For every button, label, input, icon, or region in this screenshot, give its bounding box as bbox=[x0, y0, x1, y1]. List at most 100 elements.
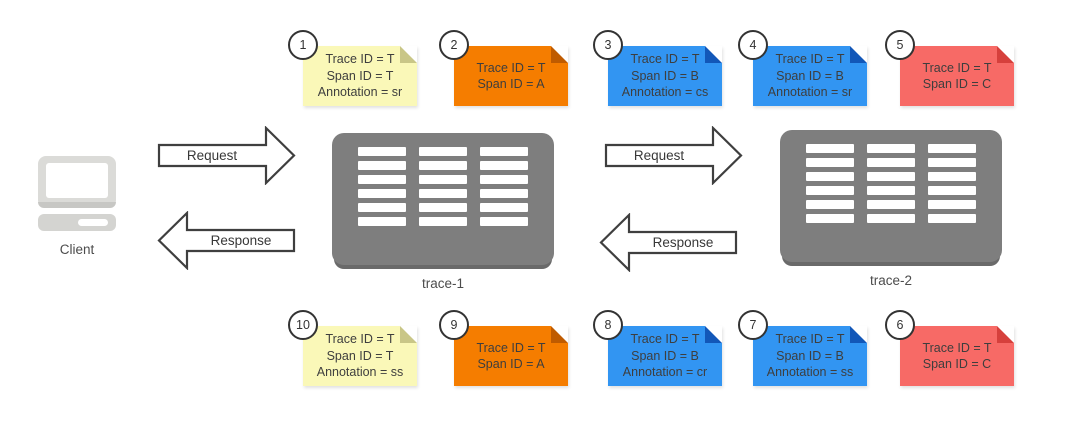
note-number-badge: 2 bbox=[439, 30, 469, 60]
note-number-badge: 10 bbox=[288, 310, 318, 340]
laptop-touchpad bbox=[78, 219, 108, 226]
response-arrow-trace1-client: Response bbox=[157, 211, 296, 270]
sticky-note-9: 9 Trace ID = T Span ID = A bbox=[439, 310, 568, 386]
note-line: Span ID = B bbox=[631, 68, 699, 83]
note-number-badge: 3 bbox=[593, 30, 623, 60]
response-label: Response bbox=[210, 233, 272, 248]
server-indicator-bar bbox=[806, 144, 854, 153]
request-arrow-trace1-trace2: Request bbox=[604, 126, 743, 185]
sticky-note-1: 1 Trace ID = T Span ID = T Annotation = … bbox=[288, 30, 417, 106]
note-number-badge: 8 bbox=[593, 310, 623, 340]
response-arrow-trace2-trace1: Response bbox=[599, 213, 738, 272]
server-indicator-bar bbox=[480, 147, 528, 156]
sticky-note-10: 10 Trace ID = T Span ID = T Annotation =… bbox=[288, 310, 417, 386]
note-line: Span ID = B bbox=[631, 348, 699, 363]
server-rack-icon bbox=[806, 144, 976, 223]
server-rack-icon bbox=[358, 147, 528, 226]
note-line: Span ID = T bbox=[326, 68, 394, 83]
note-line: Trace ID = T bbox=[325, 332, 395, 347]
server-indicator-bar bbox=[419, 147, 467, 156]
left-arrow-icon bbox=[157, 211, 296, 270]
note-number-badge: 6 bbox=[885, 310, 915, 340]
server-indicator-bar bbox=[928, 144, 976, 153]
server-label-trace-1: trace-1 bbox=[421, 276, 465, 291]
server-indicator-bar bbox=[358, 217, 406, 226]
note-line: Trace ID = T bbox=[775, 52, 845, 67]
note-line: Span ID = A bbox=[477, 357, 545, 371]
sticky-note-4: 4 Trace ID = T Span ID = B Annotation = … bbox=[738, 30, 867, 106]
right-arrow-icon bbox=[604, 126, 743, 185]
note-line: Span ID = C bbox=[922, 77, 992, 91]
server-label-trace-2: trace-2 bbox=[869, 273, 913, 288]
request-label: Request bbox=[186, 148, 238, 163]
server-indicator-bar bbox=[358, 189, 406, 198]
left-arrow-icon bbox=[599, 213, 738, 272]
note-number-badge: 4 bbox=[738, 30, 768, 60]
right-arrow-icon bbox=[157, 126, 296, 185]
server-indicator-bar bbox=[806, 172, 854, 181]
server-indicator-bar bbox=[867, 186, 915, 195]
note-line: Annotation = sr bbox=[767, 85, 853, 100]
note-line: Span ID = A bbox=[477, 77, 545, 91]
laptop-base bbox=[38, 214, 116, 231]
sticky-note-8: 8 Trace ID = T Span ID = B Annotation = … bbox=[593, 310, 722, 386]
laptop-screen-edge bbox=[38, 202, 116, 208]
response-label: Response bbox=[652, 235, 714, 250]
server-indicator-bar bbox=[928, 172, 976, 181]
note-line: Span ID = C bbox=[922, 357, 992, 371]
server-indicator-bar bbox=[928, 200, 976, 209]
server-indicator-bar bbox=[358, 203, 406, 212]
note-number-badge: 9 bbox=[439, 310, 469, 340]
server-trace-1 bbox=[332, 133, 554, 265]
client-node: Client bbox=[38, 156, 116, 257]
note-line: Annotation = cr bbox=[622, 365, 708, 380]
note-line: Span ID = B bbox=[776, 68, 844, 83]
server-indicator-bar bbox=[928, 214, 976, 223]
note-line: Span ID = B bbox=[776, 348, 844, 363]
server-indicator-bar bbox=[358, 161, 406, 170]
server-indicator-bar bbox=[480, 161, 528, 170]
note-number-badge: 7 bbox=[738, 310, 768, 340]
note-line: Trace ID = T bbox=[922, 60, 992, 75]
laptop-icon bbox=[38, 156, 116, 208]
server-indicator-bar bbox=[419, 161, 467, 170]
note-line: Trace ID = T bbox=[922, 340, 992, 355]
sticky-note-6: 6 Trace ID = T Span ID = C bbox=[885, 310, 1014, 386]
server-indicator-bar bbox=[867, 200, 915, 209]
server-indicator-bar bbox=[867, 214, 915, 223]
sticky-note-7: 7 Trace ID = T Span ID = B Annotation = … bbox=[738, 310, 867, 386]
server-indicator-bar bbox=[419, 217, 467, 226]
server-indicator-bar bbox=[867, 172, 915, 181]
client-label: Client bbox=[59, 242, 95, 257]
server-indicator-bar bbox=[806, 186, 854, 195]
request-label: Request bbox=[633, 148, 685, 163]
server-trace-2 bbox=[780, 130, 1002, 262]
server-indicator-bar bbox=[480, 189, 528, 198]
note-line: Annotation = sr bbox=[317, 85, 403, 100]
server-indicator-bar bbox=[419, 175, 467, 184]
server-indicator-bar bbox=[806, 200, 854, 209]
note-number-badge: 1 bbox=[288, 30, 318, 60]
server-indicator-bar bbox=[419, 189, 467, 198]
note-number-badge: 5 bbox=[885, 30, 915, 60]
server-indicator-bar bbox=[419, 203, 467, 212]
sticky-note-3: 3 Trace ID = T Span ID = B Annotation = … bbox=[593, 30, 722, 106]
request-arrow-client-trace1: Request bbox=[157, 126, 296, 185]
server-indicator-bar bbox=[867, 144, 915, 153]
sticky-note-5: 5 Trace ID = T Span ID = C bbox=[885, 30, 1014, 106]
sticky-note-2: 2 Trace ID = T Span ID = A bbox=[439, 30, 568, 106]
note-line: Span ID = T bbox=[326, 348, 394, 363]
note-line: Trace ID = T bbox=[325, 52, 395, 67]
server-indicator-bar bbox=[928, 158, 976, 167]
note-line: Trace ID = T bbox=[476, 340, 546, 355]
note-line: Annotation = cs bbox=[621, 85, 709, 100]
note-line: Annotation = ss bbox=[766, 365, 854, 380]
note-line: Trace ID = T bbox=[476, 60, 546, 75]
server-indicator-bar bbox=[806, 158, 854, 167]
server-indicator-bar bbox=[358, 147, 406, 156]
server-indicator-bar bbox=[928, 186, 976, 195]
server-indicator-bar bbox=[867, 158, 915, 167]
server-indicator-bar bbox=[806, 214, 854, 223]
server-indicator-bar bbox=[480, 217, 528, 226]
